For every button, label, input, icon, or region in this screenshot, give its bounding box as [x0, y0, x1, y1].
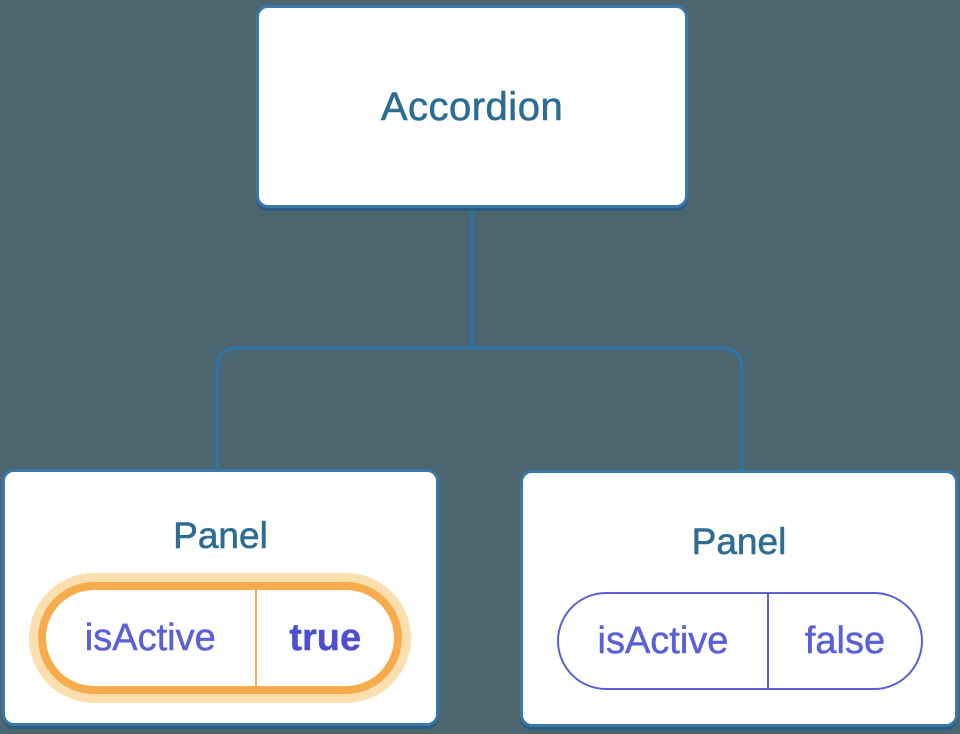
accordion-node-label: Accordion: [380, 84, 564, 129]
state-pill-highlighted: isActive true: [38, 582, 402, 694]
panel-node-active: Panel isActive true: [2, 469, 439, 726]
state-key-label: isActive: [559, 594, 769, 688]
state-pill-plain: isActive false: [557, 592, 923, 690]
state-value-label: false: [804, 620, 886, 662]
panel-node-inactive: Panel isActive false: [520, 470, 958, 727]
connector-branch: [215, 346, 744, 472]
state-key-label: isActive: [46, 590, 257, 686]
accordion-node: Accordion: [256, 5, 688, 208]
panel-node-label: Panel: [691, 521, 787, 562]
state-value-label: true: [289, 617, 362, 659]
panel-node-label: Panel: [173, 515, 268, 556]
